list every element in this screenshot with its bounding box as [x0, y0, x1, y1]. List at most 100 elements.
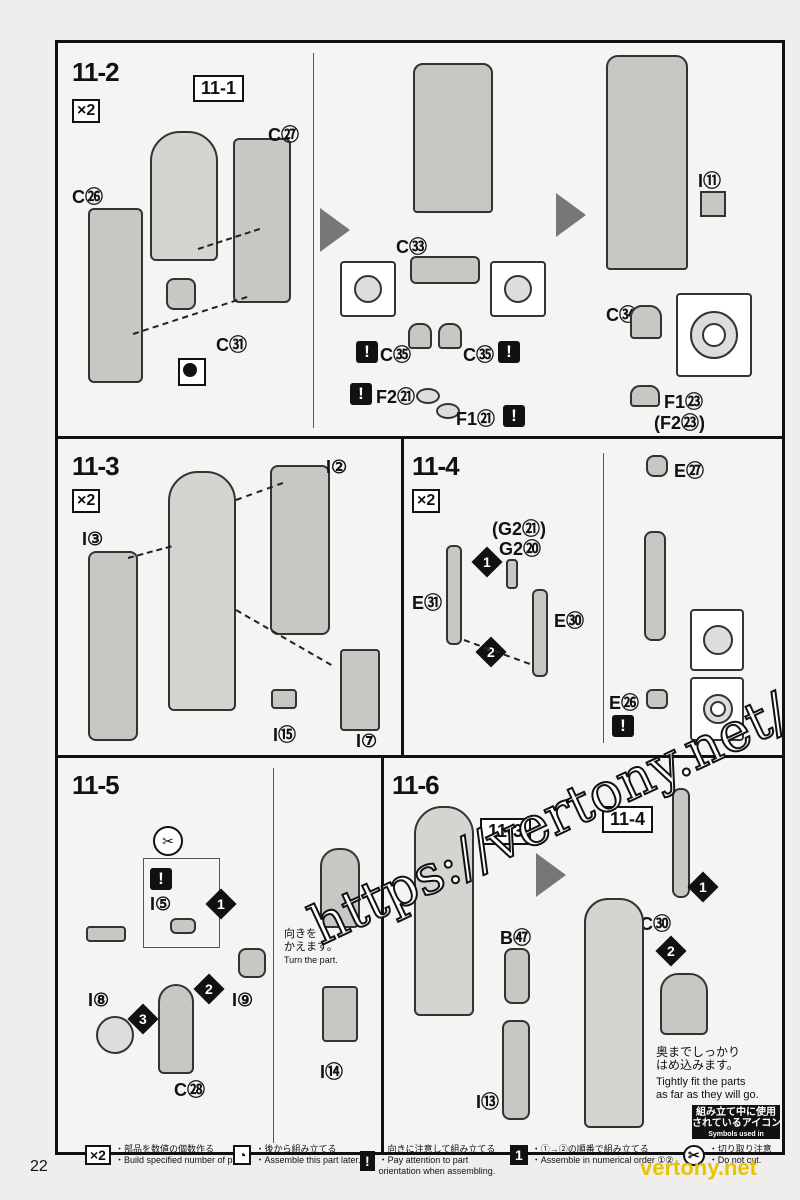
- step-title: 11-2: [72, 57, 120, 87]
- label-e31: E㉛: [412, 593, 443, 613]
- step-11-2: 11-2 ×2 11-1 C㉗ C㉖ C㉛ C㉝ ! C㉟ C㉟ ! ! F2㉑…: [58, 43, 782, 436]
- part-shaft: [672, 788, 690, 898]
- part-c33: [410, 256, 480, 284]
- symbols-legend-title: 組み立て中に使用 されているアイコン Symbols used in instr…: [692, 1105, 782, 1149]
- detail-callout: [690, 677, 744, 741]
- step-title: 11-5: [72, 770, 120, 800]
- part-i15: [271, 689, 297, 709]
- orientation-warning-icon: !: [503, 405, 525, 427]
- page-number: 22: [30, 1158, 48, 1175]
- detail-callout: [690, 609, 744, 671]
- divider: [401, 436, 404, 755]
- step-title: 11-3: [72, 451, 120, 481]
- part-c34: [630, 305, 662, 339]
- part-i5: [170, 918, 196, 934]
- label-f1-23: F1㉓: [664, 392, 704, 412]
- instruction-page: 11-2 ×2 11-1 C㉗ C㉖ C㉛ C㉝ ! C㉟ C㉟ ! ! F2㉑…: [55, 40, 785, 1155]
- step-11-5: 11-5 ✂ ! I⑤ 1 I⑨ 2 C㉘ 3 I⑧ 向きを かえます。 Tur…: [58, 758, 381, 1155]
- divider: [58, 755, 782, 758]
- assemble-later-icon: ◔: [233, 1145, 252, 1165]
- label-i2: I②: [326, 457, 348, 477]
- detail-callout: [490, 261, 546, 317]
- next-arrow-icon: [556, 193, 586, 237]
- part-frame-c26: [88, 208, 143, 383]
- part-c35-left: [408, 323, 432, 349]
- label-i11: I⑪: [698, 171, 722, 191]
- part-i14: [322, 986, 358, 1042]
- part-e27: [646, 455, 668, 477]
- label-c28: C㉘: [174, 1080, 205, 1100]
- label-g2-21: (G2㉑): [492, 519, 546, 539]
- label-c35-right: C㉟: [463, 345, 494, 365]
- watermark-small: vertony.net: [640, 1155, 757, 1180]
- part-i2: [270, 465, 330, 635]
- step-order-1-icon: 1: [687, 871, 719, 903]
- part-frame-c27: [233, 138, 291, 303]
- part-assembly-frame: [606, 55, 688, 270]
- legend-item: ! ・向きに注意して組み立てる・Pay attention to part or…: [360, 1144, 500, 1177]
- step-11-3: 11-3 ×2 I② I③ I⑮ I⑦: [58, 439, 401, 755]
- label-i7: I⑦: [356, 731, 378, 751]
- label-f2-21: F2㉑: [376, 387, 416, 407]
- divider: [381, 755, 384, 1155]
- part-shell: [168, 471, 236, 711]
- part-b47: [504, 948, 530, 1004]
- label-c26: C㉖: [72, 187, 103, 207]
- label-i13: I⑬: [476, 1092, 500, 1112]
- part-c31: [166, 278, 196, 310]
- legend-item: 1 ・①→②の順番で組み立てる・Assemble in numerical or…: [510, 1144, 673, 1166]
- part-assembly: [660, 973, 708, 1035]
- step-order-icon: 1: [510, 1145, 528, 1165]
- part-i3: [88, 551, 138, 741]
- reference-box: 11-4: [602, 806, 654, 833]
- part-g2: [506, 559, 518, 589]
- part-shell: [584, 898, 644, 1128]
- step-order-2-icon: 2: [655, 935, 687, 967]
- label-c31: C㉛: [216, 335, 247, 355]
- label-f1-21: F1㉑: [456, 409, 496, 429]
- part-e30: [532, 589, 548, 677]
- step-order-1-icon: 1: [471, 546, 503, 578]
- label-i9: I⑨: [232, 990, 254, 1010]
- label-i3: I③: [82, 529, 104, 549]
- label-c27: C㉗: [268, 125, 299, 145]
- reference-box: 11-1: [193, 75, 245, 102]
- part-assembly: [320, 848, 360, 928]
- part-assembly-frame: [413, 63, 493, 213]
- fit-note-en: Tightly fit the parts as far as they wil…: [656, 1076, 759, 1101]
- part-i9: [238, 948, 266, 978]
- part-e26: [646, 689, 668, 709]
- part-e-shaft: [644, 531, 666, 641]
- fit-note-jp: 奥までしっかり はめ込みます。: [656, 1045, 741, 1072]
- orientation-warning-icon: !: [360, 1150, 375, 1171]
- multiplier-badge: ×2: [72, 489, 101, 513]
- detail-callout: [676, 293, 752, 377]
- step-title: 11-4: [412, 451, 460, 481]
- part-shell: [150, 131, 218, 261]
- sub-divider: [603, 453, 604, 743]
- label-g2-20: G2⑳: [499, 539, 542, 559]
- part-shell: [414, 806, 474, 1016]
- part-i11: [700, 191, 726, 217]
- part-c28: [158, 984, 194, 1074]
- next-arrow-icon: [536, 853, 566, 897]
- orientation-warning-icon: !: [350, 383, 372, 405]
- label-c35-left: C㉟: [380, 345, 411, 365]
- legend-item: ◔ ・後から組み立てる・Assemble this part later.: [233, 1144, 361, 1166]
- legend-item: ✂ ・切り取り注意・Do not cut.: [683, 1144, 772, 1166]
- label-i14: I⑭: [320, 1062, 344, 1082]
- multiplier-badge: ×2: [72, 99, 101, 123]
- part-e31: [446, 545, 462, 645]
- part-i13: [502, 1020, 530, 1120]
- orientation-warning-icon: !: [150, 868, 172, 890]
- label-b47: B㊼: [500, 928, 531, 948]
- multiplier-icon: ×2: [85, 1145, 111, 1165]
- reference-box: 11-3: [480, 818, 532, 845]
- symbol-legend: ×2 ・部品を数値の個数作る・Build specified number of…: [55, 1140, 785, 1177]
- part-i7: [340, 649, 380, 731]
- part-f1-23: [630, 385, 660, 407]
- part-f2-21: [416, 388, 440, 404]
- divider: [58, 436, 782, 439]
- next-arrow-icon: [320, 208, 350, 252]
- legend-item: ×2 ・部品を数値の個数作る・Build specified number of…: [85, 1144, 250, 1166]
